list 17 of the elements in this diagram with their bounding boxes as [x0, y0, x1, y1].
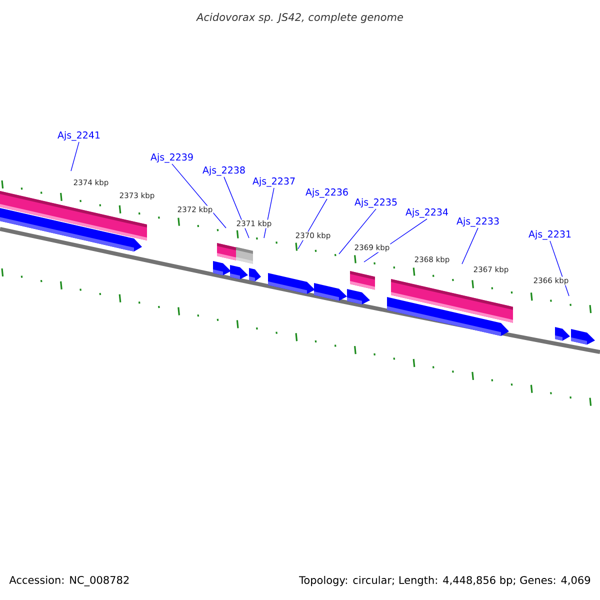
gene-label: Ajs_2239	[150, 153, 193, 163]
genome-info-text: Topology: circular; Length: 4,448,856 bp; Genes: 4,069	[299, 576, 590, 586]
leader-line	[70, 142, 80, 172]
title: Acidovorax sp. JS42, complete genome	[196, 12, 403, 24]
gene-label: Ajs_2235	[354, 198, 397, 208]
gene-label: Ajs_2231	[528, 230, 571, 240]
gene-label: Ajs_2236	[306, 188, 348, 198]
gene-label: Ajs_2234	[406, 208, 448, 218]
gene-label: Ajs_2238	[202, 166, 245, 176]
accession-text: Accession: NC_008782	[9, 576, 129, 586]
leader-line	[172, 164, 226, 228]
gene-label: Ajs_2237	[252, 177, 295, 187]
leader-line	[338, 208, 376, 254]
leader-line	[462, 228, 478, 264]
gene-label: Ajs_2241	[58, 131, 100, 141]
leader-line	[550, 240, 570, 296]
gene-label: Ajs_2233	[456, 217, 499, 227]
